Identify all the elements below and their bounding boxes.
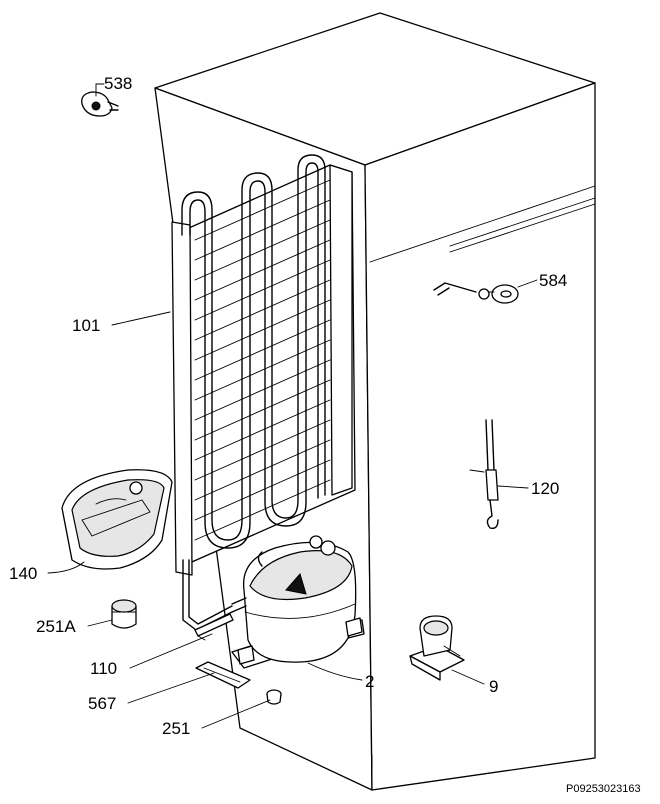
bushing-251a xyxy=(111,599,137,629)
drawing-reference: P09253023163 xyxy=(566,783,641,795)
callout-9: 9 xyxy=(489,677,498,696)
grommet-251 xyxy=(266,689,282,705)
callout-101: 101 xyxy=(72,316,100,335)
callout-140: 140 xyxy=(9,564,37,583)
leader-lines xyxy=(47,83,538,729)
holder-9 xyxy=(409,615,465,681)
bracket-567 xyxy=(195,661,251,689)
callout-584: 584 xyxy=(539,271,567,290)
callout-120: 120 xyxy=(531,479,559,498)
callout-2: 2 xyxy=(365,672,374,691)
callout-538: 538 xyxy=(104,74,132,93)
condenser-grid xyxy=(171,154,356,631)
callout-251a: 251A xyxy=(36,617,76,636)
sensor-584 xyxy=(433,282,519,304)
compressor xyxy=(231,535,365,669)
callout-567: 567 xyxy=(88,694,116,713)
callout-251: 251 xyxy=(162,719,190,738)
cap-538 xyxy=(81,91,119,117)
drip-tray xyxy=(61,469,173,570)
callout-110: 110 xyxy=(90,659,117,678)
sensor-120 xyxy=(469,419,499,530)
